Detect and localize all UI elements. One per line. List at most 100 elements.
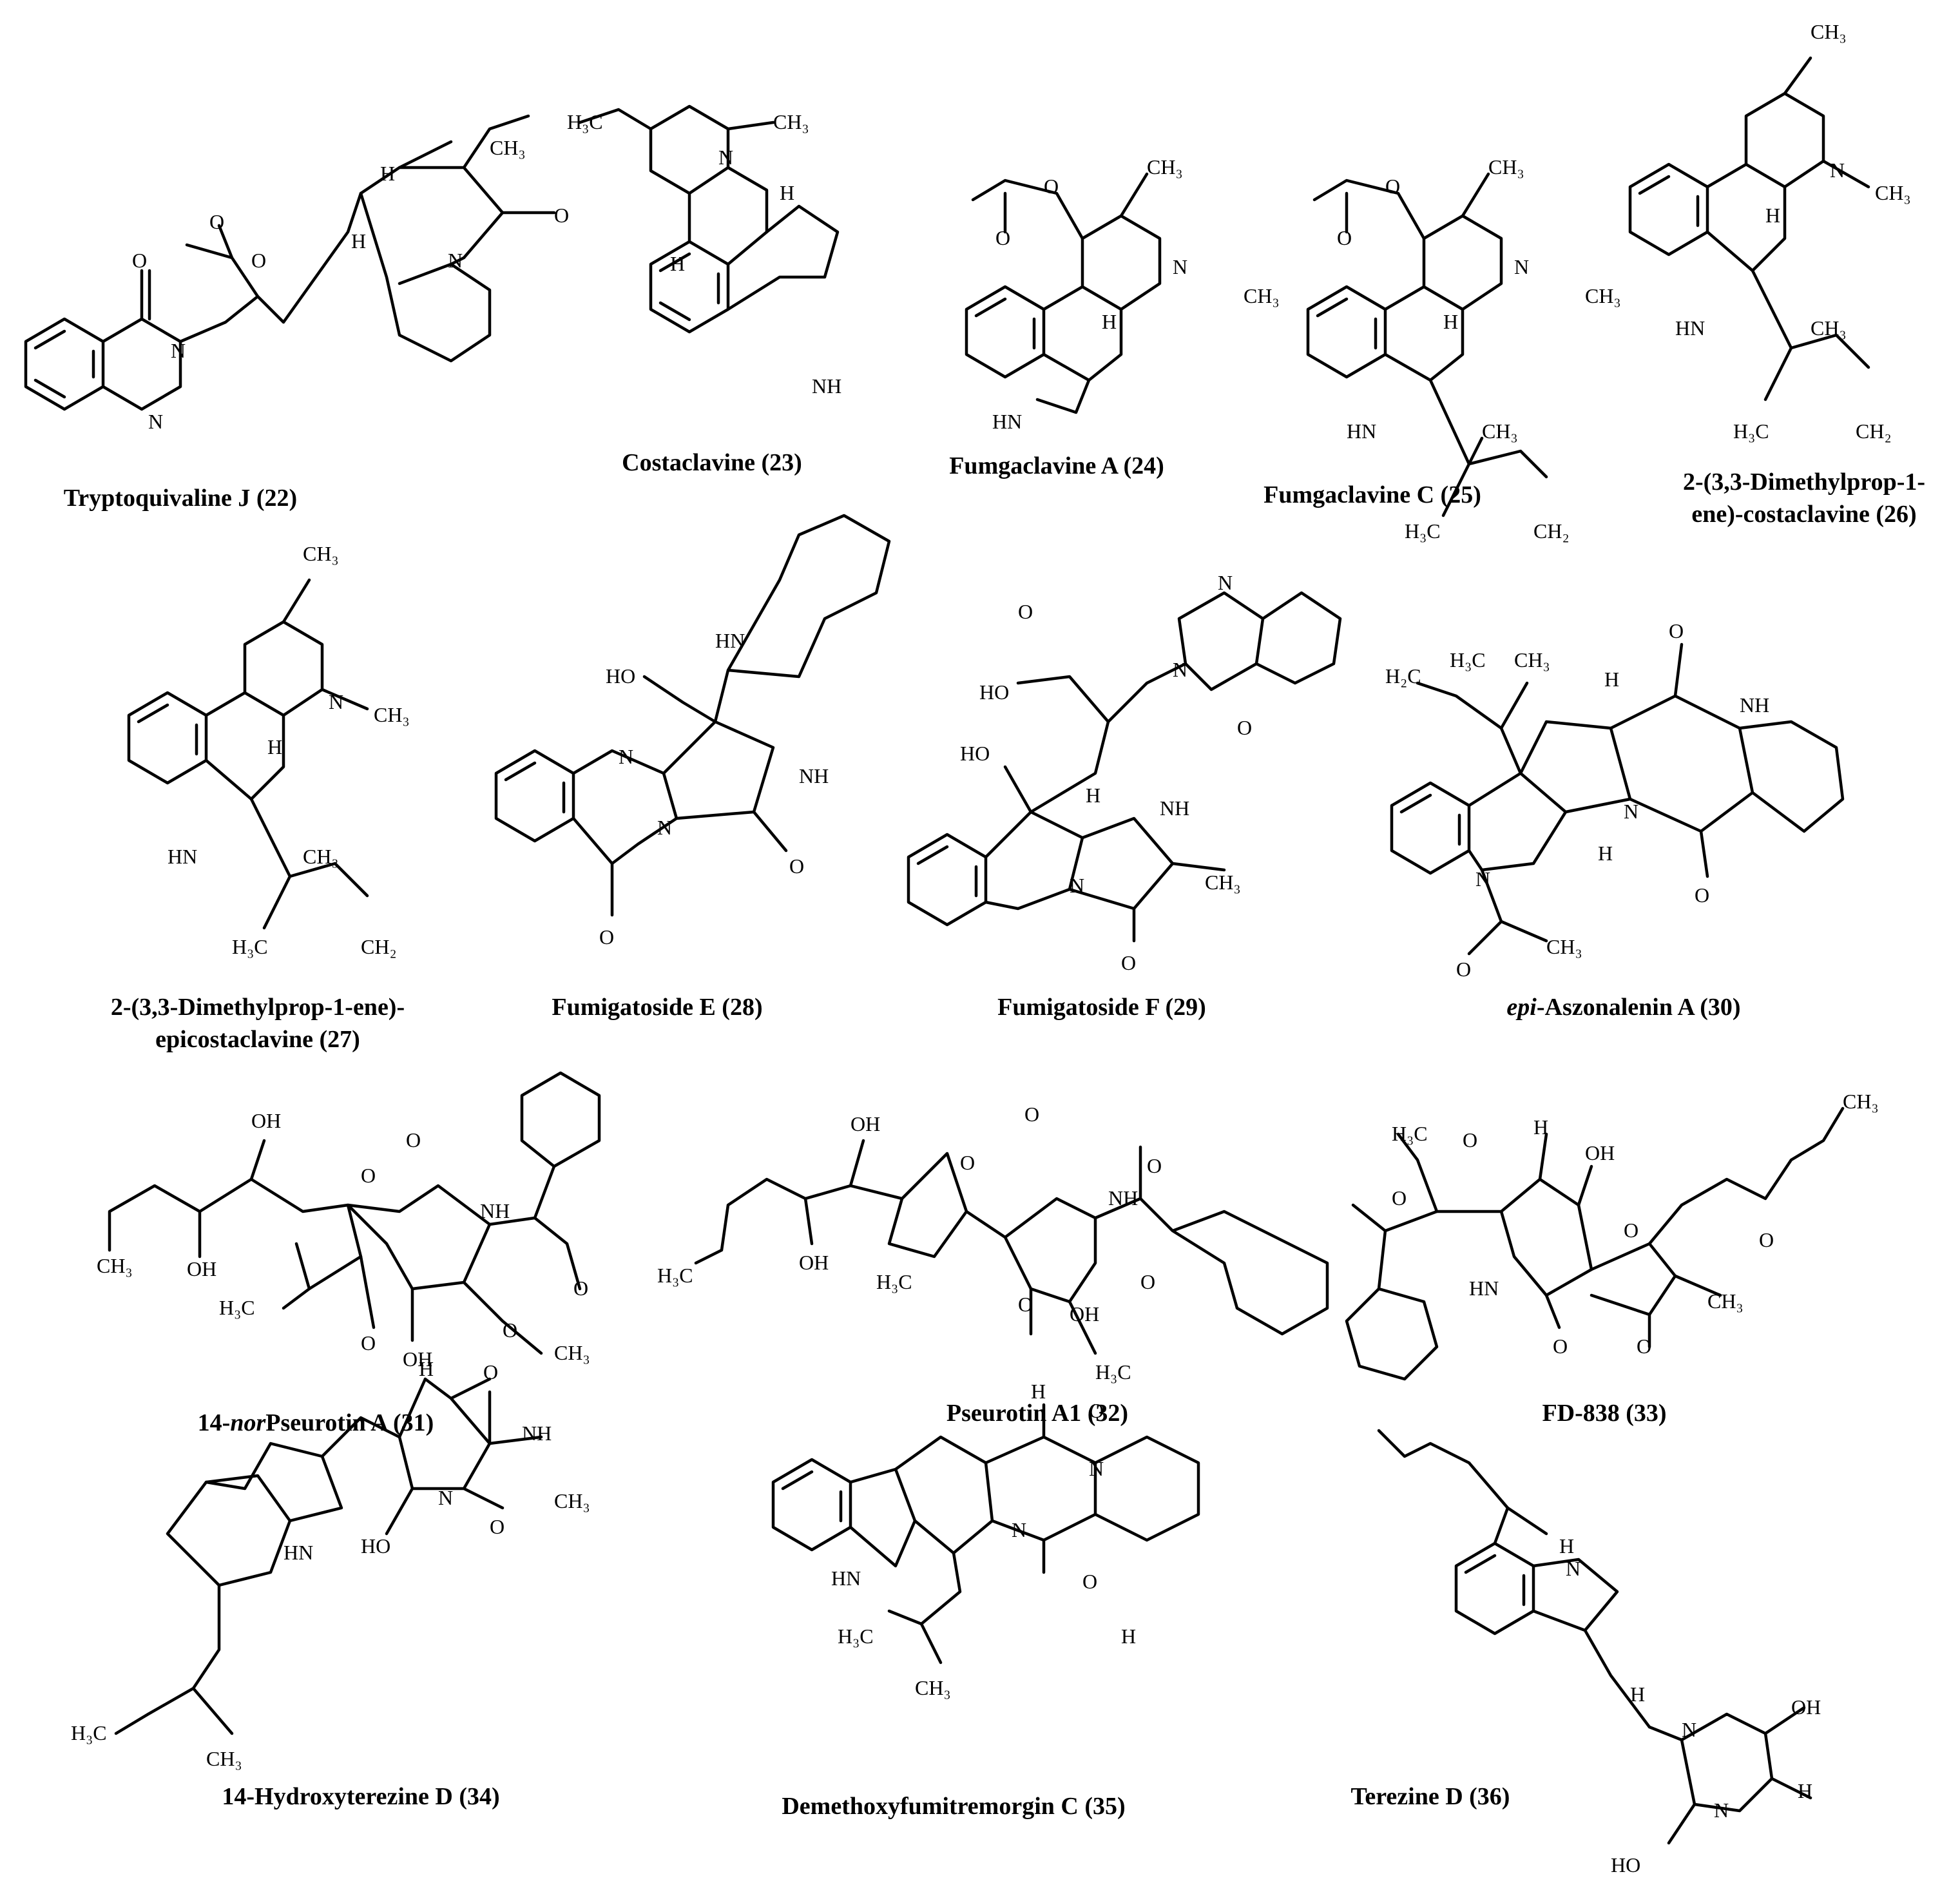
structure-14-hydroxyterezine-d: H O NH HO N O CH₃ HN H₃C CH₃ [71, 1357, 590, 1770]
atom-label: O [1759, 1228, 1774, 1251]
atom-label: H₃C [1095, 1360, 1131, 1384]
atom-label: HN [831, 1567, 861, 1590]
atom-label: N [1566, 1557, 1580, 1580]
atom-label: OH [1070, 1302, 1099, 1326]
atom-label: H₃C [219, 1296, 255, 1319]
atom-label: O [789, 854, 804, 878]
atom-label: O [1018, 1293, 1033, 1316]
atom-label: N [438, 1486, 453, 1509]
atom-label: O [1695, 883, 1709, 907]
atom-label: NH [1108, 1186, 1138, 1210]
compound-label: 14-Hydroxyterezine D (34) [222, 1783, 499, 1810]
atom-label: HN [992, 410, 1022, 433]
atom-label: N [1012, 1518, 1026, 1541]
atom-label: O [361, 1331, 376, 1355]
atom-label: CH₃ [1875, 181, 1911, 204]
atom-label: H [1559, 1534, 1574, 1558]
atom-label: O [361, 1164, 376, 1187]
atom-label: CH₃ [1488, 155, 1524, 179]
compound-label: Fumigatoside E (28) [552, 994, 762, 1021]
atom-label: H [1798, 1779, 1812, 1802]
atom-label: NH [480, 1199, 510, 1222]
compound-label-rest: -Aszonalenin A (30) [1537, 994, 1741, 1021]
atom-label: HO [960, 742, 990, 765]
atom-label: CH₃ [554, 1489, 590, 1512]
atom-label: O [1337, 226, 1352, 249]
atom-label: H [1598, 842, 1613, 865]
atom-label: O [1463, 1128, 1477, 1152]
structure-fumigatoside-e: N N O HO HN NH O [494, 514, 891, 949]
atom-label: OH [403, 1347, 432, 1371]
atom-label: CH₂ [361, 935, 397, 958]
atom-label: H [380, 162, 395, 185]
atom-label: CH₃ [1514, 648, 1550, 671]
atom-label: HN [1675, 316, 1705, 340]
atom-label: N [1830, 159, 1845, 182]
atom-label: O [1456, 958, 1471, 981]
atom-label: O [1669, 619, 1684, 642]
atom-label: N [171, 339, 186, 362]
atom-label: H [1121, 1625, 1136, 1648]
structure-fd-838: H₃C O H OH O O HN O O CH₃ O CH₃ [1345, 1090, 1879, 1381]
atom-label: O [573, 1277, 588, 1300]
atom-label: O [209, 210, 224, 233]
atom-label: N [329, 690, 343, 713]
atom-label: N [1624, 800, 1638, 823]
atom-label: O [1237, 716, 1252, 739]
atom-label: O [1089, 1399, 1104, 1422]
atom-label: CH₃ [1482, 420, 1518, 443]
atom-label: O [599, 925, 614, 949]
compound-label: 14-norPseurotin A (31) [198, 1409, 434, 1436]
atom-label: HO [606, 664, 635, 688]
atom-label: N [718, 146, 733, 169]
atom-label: HO [1611, 1853, 1640, 1877]
atom-label: CH₃ [374, 703, 410, 726]
atom-label: H [780, 181, 794, 204]
compound-label-prefix: 14- [198, 1409, 231, 1436]
atom-label: CH₃ [1585, 284, 1621, 307]
compound-label: Fumgaclavine A (24) [949, 452, 1164, 479]
atom-label: H [267, 735, 282, 758]
atom-label: CH₂ [1856, 420, 1892, 443]
structure-14-nor-pseurotin-a: OH CH₃ OH O O NH H₃C O OH O CH₃ O [97, 1071, 601, 1371]
atom-label: OH [251, 1109, 281, 1132]
compound-label: epicostaclavine (27) [155, 1026, 360, 1053]
compound-label: Fumgaclavine C (25) [1263, 481, 1481, 508]
atom-label: NH [522, 1422, 552, 1445]
atom-label: CH₃ [490, 136, 526, 159]
atom-label: CH₃ [303, 845, 339, 868]
atom-label: CH₃ [1707, 1289, 1744, 1313]
atom-label: NH [1740, 693, 1769, 717]
atom-label: O [1392, 1186, 1407, 1210]
atom-label: O [251, 249, 266, 272]
atom-label: H₃C [838, 1625, 874, 1648]
atom-label: N [1173, 255, 1187, 278]
atom-label: N [657, 816, 672, 839]
compound-label: Tryptoquivaline J (22) [64, 485, 297, 512]
structure-tryptoquivaline-j: O N N O O H H N CH₃ O [24, 114, 569, 433]
atom-label: O [503, 1318, 517, 1342]
atom-label: O [1385, 175, 1400, 198]
atom-label: N [1714, 1799, 1729, 1822]
atom-label: O [1147, 1154, 1162, 1177]
atom-label: CH₃ [1811, 20, 1847, 43]
atom-label: CH₃ [206, 1747, 242, 1770]
atom-label: CH₃ [915, 1676, 951, 1699]
compound-label: 2-(3,3-Dimethylprop-1-ene)- [111, 994, 405, 1021]
atom-label: H [1086, 784, 1100, 807]
atom-label: O [490, 1515, 504, 1538]
structure-dimethylprop-costaclavine: CH₃ N CH₃ H HN CH₃ H₃C CH₂ [1628, 20, 1911, 443]
structure-fumigatoside-f: HO HO O H NH N CH₃ O N N O [907, 571, 1342, 974]
atom-label: H [351, 229, 366, 253]
atom-label: H₃C [71, 1721, 107, 1744]
atom-label: CH₃ [554, 1341, 590, 1364]
atom-label: O [1140, 1270, 1155, 1293]
structure-epi-aszonalenin-a: H₂C H₃C CH₃ H O NH N H N O O CH₃ [1385, 619, 1845, 981]
compound-label: 2-(3,3-Dimethylprop-1- [1683, 468, 1925, 496]
compound-label: ene)-costaclavine (26) [1691, 501, 1916, 528]
atom-label: H₃C [1392, 1122, 1428, 1145]
structure-pseurotin-a1: OH OH H₃C O O NH O H₃C O OH O H₃C [657, 1103, 1329, 1384]
atom-label: CH₃ [97, 1254, 133, 1277]
atom-label: HN [283, 1541, 313, 1564]
atom-label: CH₃ [1244, 284, 1280, 307]
